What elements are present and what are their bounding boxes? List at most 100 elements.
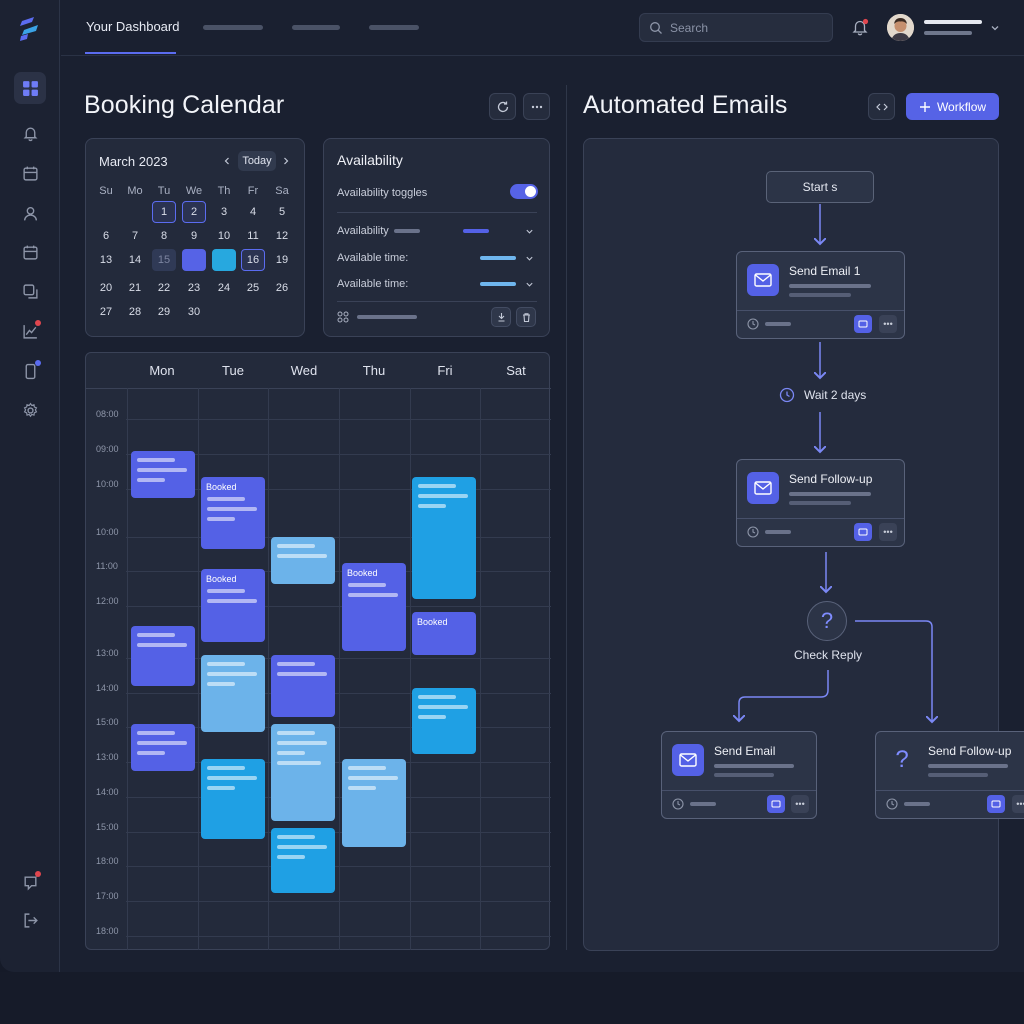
chevron-left-icon[interactable] [222,156,232,166]
booking-event[interactable] [412,688,476,754]
email-preview-button[interactable] [854,315,872,333]
today-button[interactable]: Today [238,151,276,171]
tab-indicator [85,52,176,54]
calendar-day[interactable] [212,249,236,271]
sidebar-item-analytics[interactable] [14,315,46,347]
grid-line [126,797,551,798]
calendar-day[interactable]: 21 [128,282,142,294]
tab-placeholder[interactable] [369,25,419,30]
booking-event[interactable] [271,828,335,893]
booking-event[interactable] [271,724,335,821]
add-workflow-button[interactable]: Workflow [906,93,999,120]
calendar-day[interactable]: 9 [190,230,198,242]
start-node[interactable]: Start s [766,171,874,203]
search-icon [650,22,662,34]
calendar-day[interactable]: 26 [275,282,289,294]
node-send-followup-2[interactable]: ? Send Follow-up ••• [875,731,1024,819]
sidebar-item-logout[interactable] [14,904,46,936]
search-box[interactable] [639,13,833,42]
sidebar-item-calendar[interactable] [14,157,46,189]
calendar-day[interactable]: 28 [128,306,142,318]
booking-event[interactable] [201,655,265,732]
avatar[interactable] [887,14,914,41]
booking-event[interactable] [342,759,406,847]
time-label: 14:00 [96,787,119,797]
calendar-day[interactable]: 27 [99,306,113,318]
node-send-email[interactable]: Send Email ••• [661,731,817,819]
booking-event[interactable] [131,451,195,498]
sidebar-item-settings[interactable] [14,394,46,426]
booking-event[interactable] [412,477,476,599]
booking-event[interactable] [271,655,335,717]
calendar-day[interactable]: 16 [241,249,265,271]
more-button[interactable] [523,93,550,120]
calendar-day[interactable]: 5 [278,206,286,218]
delete-button[interactable] [516,307,536,327]
email-preview-button[interactable] [854,523,872,541]
booking-event[interactable]: Booked [201,477,265,549]
calendar-day[interactable]: 1 [152,201,176,223]
calendar-day[interactable]: 19 [275,254,289,266]
calendar-day[interactable]: 10 [217,230,231,242]
calendar-day[interactable]: 20 [99,282,113,294]
email-preview-button[interactable] [987,795,1005,813]
calendar-day[interactable]: 15 [152,249,176,271]
calendar-day[interactable]: 2 [182,201,206,223]
calendar-day[interactable]: 7 [131,230,139,242]
booking-event[interactable] [131,724,195,771]
booking-event[interactable]: Booked [201,569,265,642]
text-placeholder [277,731,315,735]
node-send-email-1[interactable]: Send Email 1 ••• [736,251,905,339]
calendar-day[interactable]: 24 [217,282,231,294]
calendar-day[interactable]: 14 [128,254,142,266]
chevron-down-icon[interactable] [989,22,1001,34]
pin-button[interactable] [491,307,511,327]
sidebar-item-contacts[interactable] [14,197,46,229]
tab-dashboard[interactable]: Your Dashboard [86,19,180,34]
refresh-button[interactable] [489,93,516,120]
sidebar-item-messages[interactable] [14,275,46,307]
calendar-day[interactable]: 25 [246,282,260,294]
tab-placeholder[interactable] [203,25,263,30]
search-input[interactable] [670,20,820,36]
calendar-day[interactable]: 6 [102,230,110,242]
node-more-button[interactable]: ••• [879,523,897,541]
calendar-day[interactable]: 30 [187,306,201,318]
availability-toggle[interactable] [510,184,538,199]
booking-event[interactable] [131,626,195,686]
booking-event[interactable]: Booked [412,612,476,655]
sidebar-item-schedule[interactable] [14,236,46,268]
chevron-down-icon[interactable] [525,227,534,236]
chevron-down-icon[interactable] [525,254,534,263]
sidebar-item-dashboard[interactable] [14,72,46,104]
email-preview-button[interactable] [767,795,785,813]
node-send-followup[interactable]: Send Follow-up ••• [736,459,905,547]
calendar-day[interactable]: 8 [160,230,168,242]
booking-event[interactable] [271,537,335,584]
booking-event[interactable]: Booked [342,563,406,651]
tab-placeholder[interactable] [292,25,340,30]
grid-line [339,388,340,950]
booking-event[interactable] [201,759,265,839]
sidebar-item-devices[interactable] [14,355,46,387]
sidebar-item-support[interactable] [14,866,46,898]
calendar-day[interactable]: 12 [275,230,289,242]
calendar-day[interactable]: 23 [187,282,201,294]
node-more-button[interactable]: ••• [1012,795,1024,813]
calendar-day[interactable]: 29 [157,306,171,318]
sidebar-item-notifications[interactable] [14,117,46,149]
calendar-day[interactable]: 22 [157,282,171,294]
notification-bell-icon[interactable] [851,18,869,36]
calendar-day[interactable] [182,249,206,271]
calendar-day[interactable]: 4 [249,206,257,218]
calendar-day[interactable]: 13 [99,254,113,266]
node-more-button[interactable]: ••• [791,795,809,813]
chevron-right-icon[interactable] [281,156,291,166]
chevron-down-icon[interactable] [525,280,534,289]
question-icon[interactable]: ? [807,601,847,641]
calendar-day[interactable]: 11 [247,230,259,242]
calendar-day[interactable]: 3 [220,206,228,218]
apps-icon[interactable] [337,311,349,323]
code-view-button[interactable] [868,93,895,120]
node-more-button[interactable]: ••• [879,315,897,333]
